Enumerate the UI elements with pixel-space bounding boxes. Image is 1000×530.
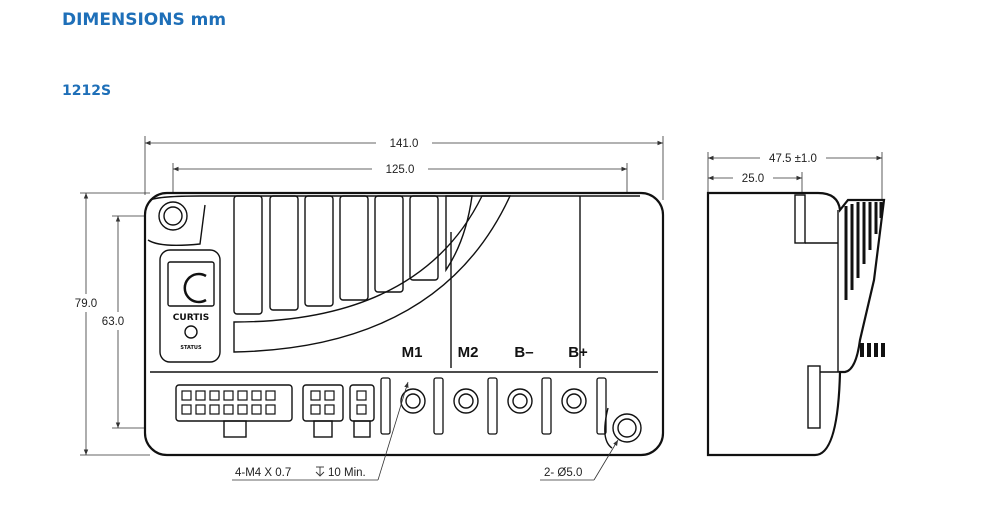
depth-symbol-icon [315,466,325,477]
brand-logo-text: CURTIS [173,313,209,323]
hole-callout: 2- Ø5.0 [544,467,582,479]
status-label: STATUS [180,345,202,351]
model-name: 1212S [62,83,112,99]
dim-partial-depth: 25.0 [742,173,764,185]
callouts: 4-M4 X 0.7 10 Min. 2- Ø5.0 [232,381,619,481]
dim-overall-height: 79.0 [75,298,97,310]
dim-overall-depth: 47.5 ±1.0 [769,153,817,165]
thread-callout: 4-M4 X 0.7 [235,467,291,479]
terminal-bminus-stud [507,388,533,414]
terminal-m1-stud [400,388,426,414]
terminal-m2-stud [453,388,479,414]
terminal-label-bplus: B+ [568,344,588,361]
side-view-controller [706,191,886,457]
terminal-bplus-stud [561,388,587,414]
page-title: DIMENSIONS mm [62,10,227,30]
side-view-dimensions: 47.5 ±1.0 25.0 [707,152,883,200]
thread-depth-callout: 10 Min. [328,467,366,479]
dim-overall-length: 141.0 [390,138,419,150]
terminal-label-m2: M2 [458,344,479,361]
terminal-label-bminus: B– [514,344,533,361]
front-view-controller: CURTIS STATUS [143,191,665,457]
terminal-label-m1: M1 [402,344,423,361]
dim-mount-height: 63.0 [102,316,124,328]
front-view-dimensions: 141.0 125.0 79.0 63.0 [75,136,664,456]
dim-mount-length: 125.0 [386,164,415,176]
